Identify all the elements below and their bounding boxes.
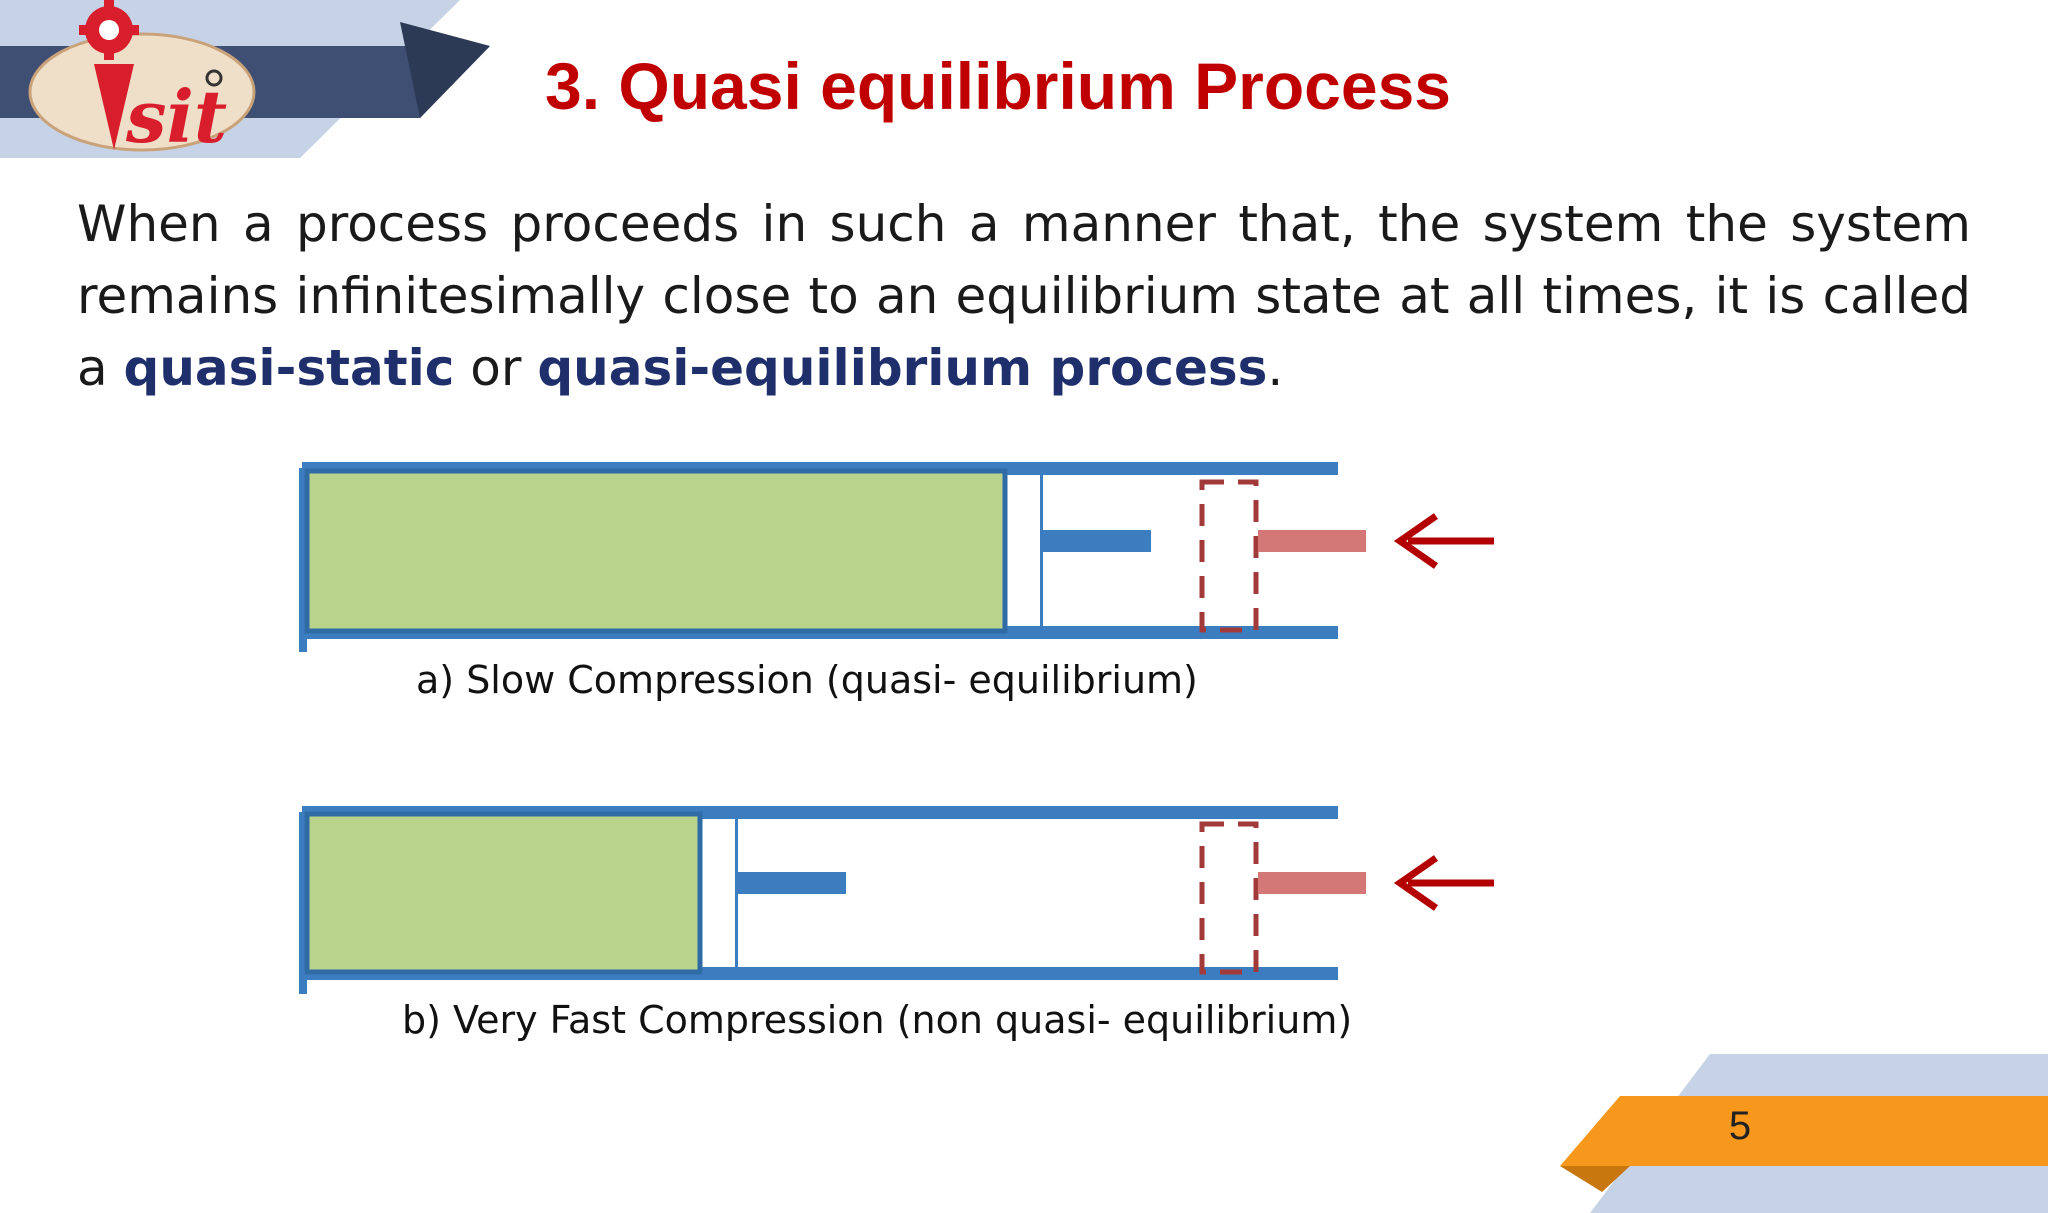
slide-title: 3. Quasi equilibrium Process bbox=[545, 49, 1451, 123]
diagram-fast-compression bbox=[299, 806, 1494, 994]
page-number: 5 bbox=[1728, 1104, 1752, 1148]
piston-face bbox=[735, 818, 738, 968]
footer-orange-shadow bbox=[1560, 1166, 1630, 1192]
header-dark-tip bbox=[400, 22, 490, 118]
piston-rod bbox=[1043, 530, 1151, 552]
logo-text: sit bbox=[125, 74, 227, 159]
gas-volume bbox=[304, 468, 1008, 634]
piston-rod bbox=[738, 872, 846, 894]
initial-piston-outline bbox=[1199, 479, 1259, 633]
caption-slow-compression: a) Slow Compression (quasi- equilibrium) bbox=[416, 658, 1198, 702]
logo: sit bbox=[28, 0, 256, 159]
arrow-left-icon bbox=[1393, 855, 1494, 911]
cylinder-end-wall bbox=[299, 468, 307, 652]
piston-face bbox=[1040, 474, 1043, 626]
gas-volume bbox=[304, 811, 703, 975]
definition-text: When a process proceeds in such a manner… bbox=[77, 195, 1971, 397]
definition-paragraph: When a process proceeds in such a manner… bbox=[77, 188, 1971, 404]
sentence-end: . bbox=[1267, 339, 1284, 397]
arrow-left-icon bbox=[1393, 513, 1494, 569]
cylinder-end-wall bbox=[299, 812, 307, 994]
footer-orange-tab bbox=[1560, 1096, 2048, 1166]
push-rod bbox=[1258, 530, 1366, 552]
caption-fast-compression: b) Very Fast Compression (non quasi- equ… bbox=[402, 998, 1353, 1042]
logo-gear-icon bbox=[79, 0, 139, 60]
push-rod bbox=[1258, 872, 1366, 894]
diagram-slow-compression bbox=[299, 462, 1494, 652]
keyword-quasi-equilibrium: quasi-equilibrium process bbox=[537, 339, 1268, 397]
initial-piston-outline bbox=[1199, 821, 1259, 975]
keyword-quasi-static: quasi-static bbox=[123, 339, 455, 397]
connector-text: or bbox=[454, 339, 538, 397]
